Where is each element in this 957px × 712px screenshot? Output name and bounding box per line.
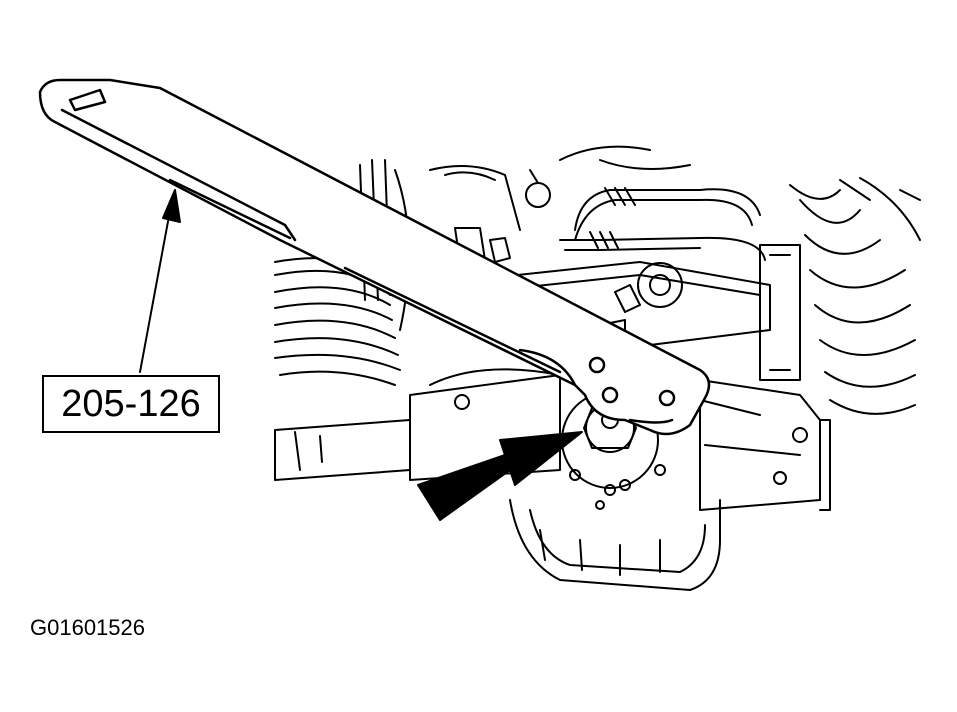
tool-number-label: 205-126: [61, 382, 201, 425]
holding-tool: [38, 78, 711, 436]
figure-id: G01601526: [30, 615, 145, 640]
callout-leader: [139, 189, 181, 373]
tool-number-callout: 205-126: [42, 375, 220, 433]
background-linework: [274, 145, 921, 591]
right-spring: [789, 177, 921, 415]
pointer-arrow: [417, 431, 583, 521]
axle-housing: [274, 368, 831, 591]
brake-lines: [525, 145, 766, 261]
